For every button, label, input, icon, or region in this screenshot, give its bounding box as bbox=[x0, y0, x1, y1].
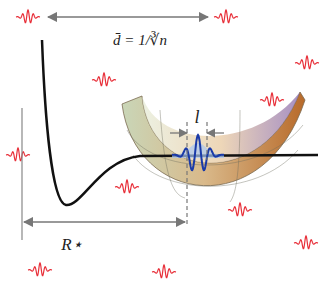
wave-packet bbox=[294, 236, 318, 249]
width-arrow bbox=[207, 132, 224, 133]
wave-packet bbox=[28, 263, 52, 276]
trap-inner bbox=[142, 92, 300, 163]
spacing-arrow bbox=[48, 16, 208, 18]
wave-packet bbox=[214, 10, 238, 23]
width-arrow bbox=[170, 132, 187, 133]
axis-line bbox=[21, 108, 22, 240]
potential-curve bbox=[42, 40, 318, 205]
spacing-label: d̄ = 1/∛n bbox=[113, 33, 167, 48]
trap-surface bbox=[122, 92, 305, 186]
dashed-line bbox=[206, 122, 207, 160]
wave-packet bbox=[92, 73, 116, 86]
wavefunction bbox=[172, 135, 224, 170]
wave-packet bbox=[115, 180, 139, 193]
wave-packets bbox=[6, 10, 319, 278]
wave-packet bbox=[295, 56, 319, 69]
wave-packet bbox=[16, 10, 40, 23]
width-label: l bbox=[194, 108, 199, 126]
range-arrow bbox=[24, 221, 185, 223]
wave-packet bbox=[260, 93, 284, 106]
wave-packet bbox=[6, 148, 30, 161]
wave-line bbox=[172, 135, 224, 170]
range-label: R⋆ bbox=[61, 236, 82, 253]
wave-packet bbox=[152, 265, 176, 278]
wave-packet bbox=[228, 203, 252, 216]
dashed-line bbox=[186, 122, 187, 224]
